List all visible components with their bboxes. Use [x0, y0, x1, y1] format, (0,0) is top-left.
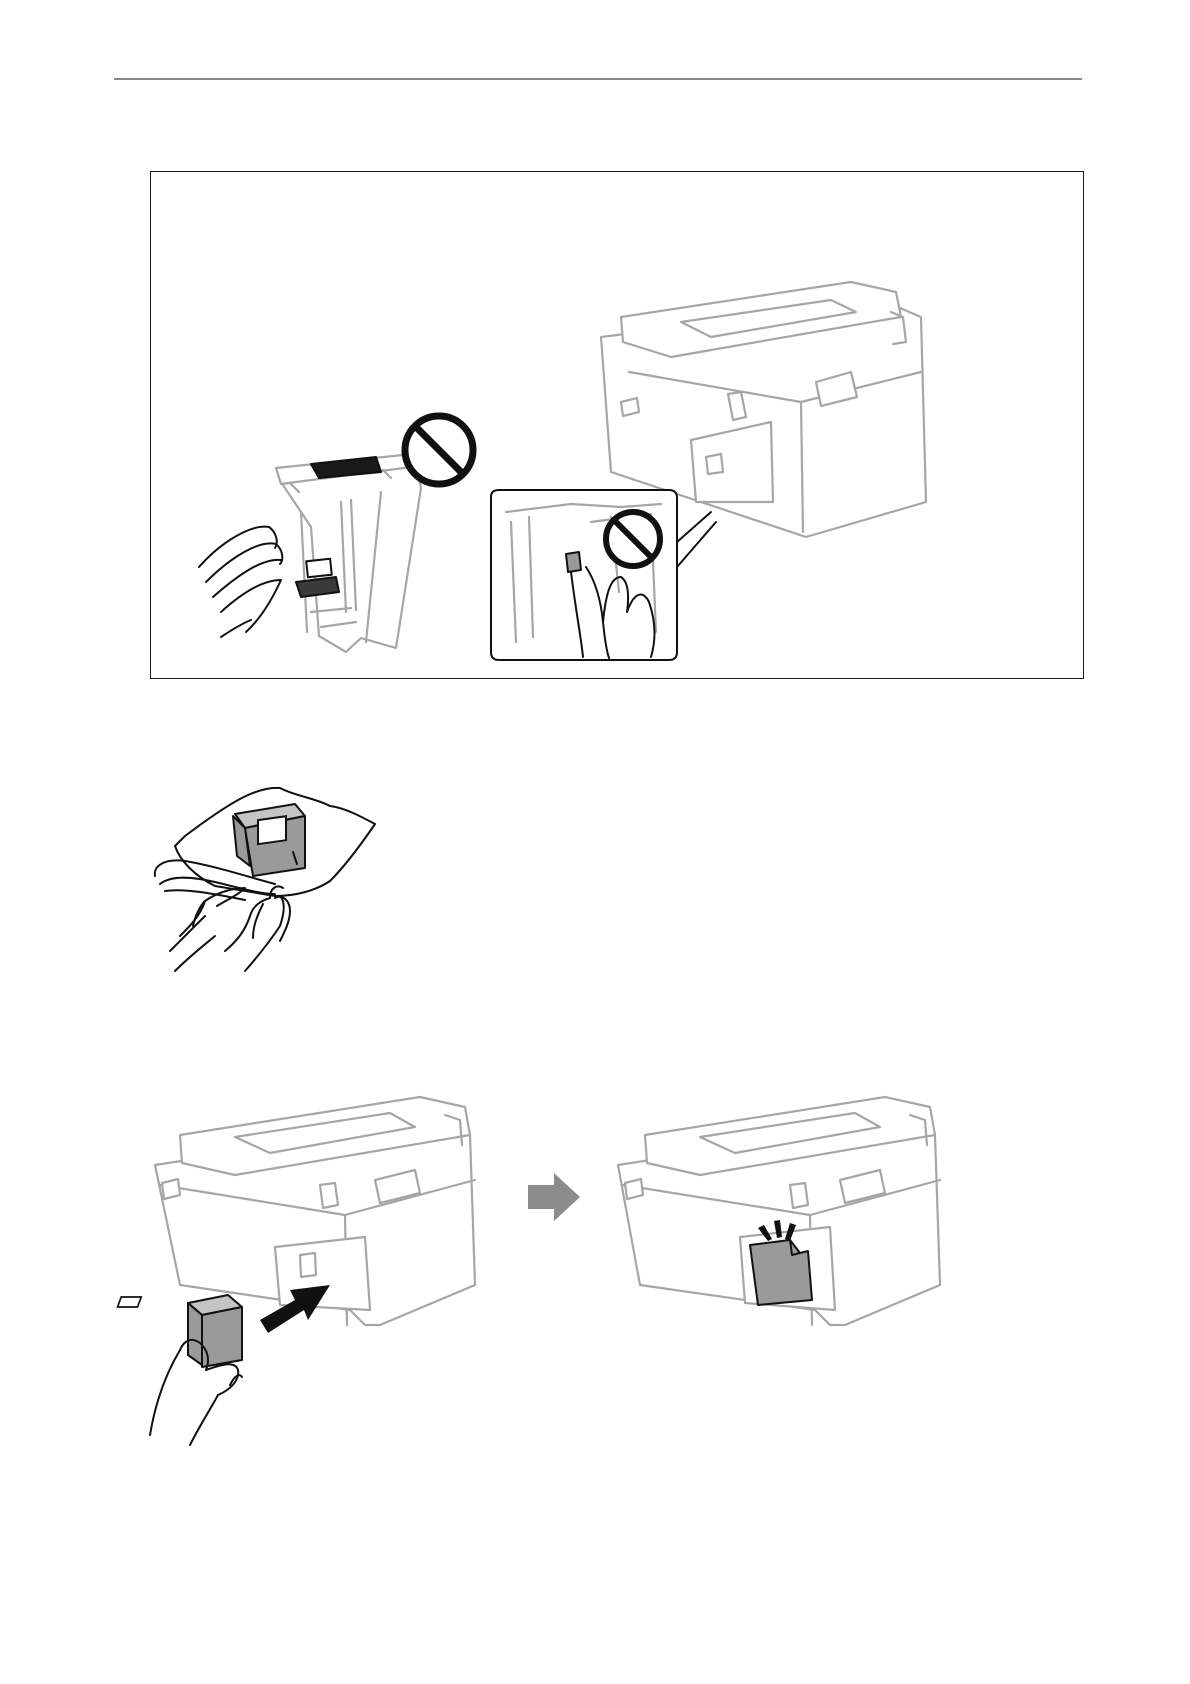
- insert-maintenance-box-figure: [140, 1075, 940, 1455]
- prohibition-icon: [405, 416, 473, 484]
- maintenance-box-illustration: [276, 454, 421, 652]
- hand-illustration: [199, 527, 282, 637]
- header-rule: [114, 78, 1082, 80]
- maintenance-box-part: [118, 1295, 242, 1367]
- arrow-right-icon: [528, 1173, 580, 1221]
- prohibition-icon: [606, 512, 660, 566]
- zoom-callout: [491, 490, 716, 660]
- do-not-touch-figure: [150, 171, 1084, 679]
- hands-illustration: [170, 886, 290, 971]
- remove-from-bag-figure: [145, 776, 385, 976]
